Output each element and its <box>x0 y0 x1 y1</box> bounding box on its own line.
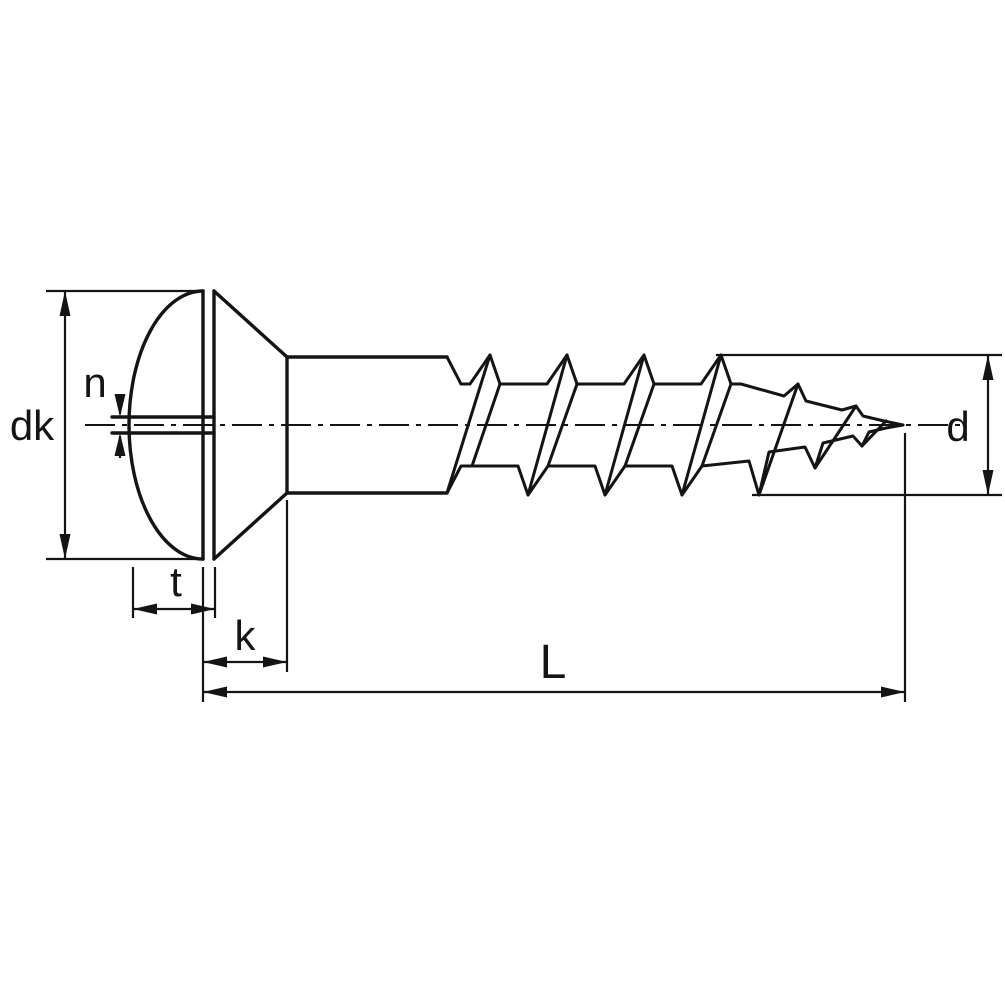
thread-bottom-silhouette <box>445 423 905 497</box>
thread-flank-5 <box>757 382 800 497</box>
L-arrow-right <box>881 686 905 698</box>
d-arrow-down <box>982 470 994 495</box>
head-cone-upper <box>212 289 289 359</box>
t-label: t <box>170 558 182 605</box>
thread-flank-4 <box>680 353 723 497</box>
thread-flank-4b <box>700 382 733 468</box>
thread-flank-1b <box>470 382 502 468</box>
dimension-dk: dk <box>10 289 198 561</box>
n-arrow-down <box>114 394 126 417</box>
n-label: n <box>83 359 106 406</box>
thread-flank-3b <box>623 382 656 468</box>
L-arrow-left <box>203 686 227 698</box>
k-arrow-right <box>263 656 287 668</box>
dimension-k: k <box>201 500 289 702</box>
dk-label: dk <box>10 402 55 449</box>
dk-arrow-down <box>59 534 71 559</box>
screw-thread <box>445 353 905 497</box>
screw-shank <box>285 355 449 495</box>
d-arrow-up <box>982 355 994 380</box>
L-label: L <box>540 636 567 689</box>
thread-flank-1 <box>445 353 492 495</box>
t-arrow-left <box>133 603 157 615</box>
head-dome-outline <box>127 289 205 561</box>
k-arrow-left <box>203 656 227 668</box>
dimension-L: L <box>203 433 907 702</box>
thread-top-silhouette <box>445 353 905 427</box>
thread-flank-2 <box>526 353 569 497</box>
thread-flank-7 <box>860 419 888 448</box>
head-cone-lower <box>212 491 289 561</box>
thread-flank-2b <box>546 382 579 468</box>
n-arrow-up <box>114 433 126 456</box>
d-label: d <box>946 403 969 450</box>
thread-flank-6 <box>813 404 858 470</box>
screw-head <box>110 289 289 561</box>
dk-arrow-up <box>59 291 71 316</box>
k-label: k <box>235 612 257 659</box>
dimension-d: d <box>716 353 1002 497</box>
dimension-n: n <box>83 359 126 458</box>
thread-flank-3 <box>603 353 646 497</box>
